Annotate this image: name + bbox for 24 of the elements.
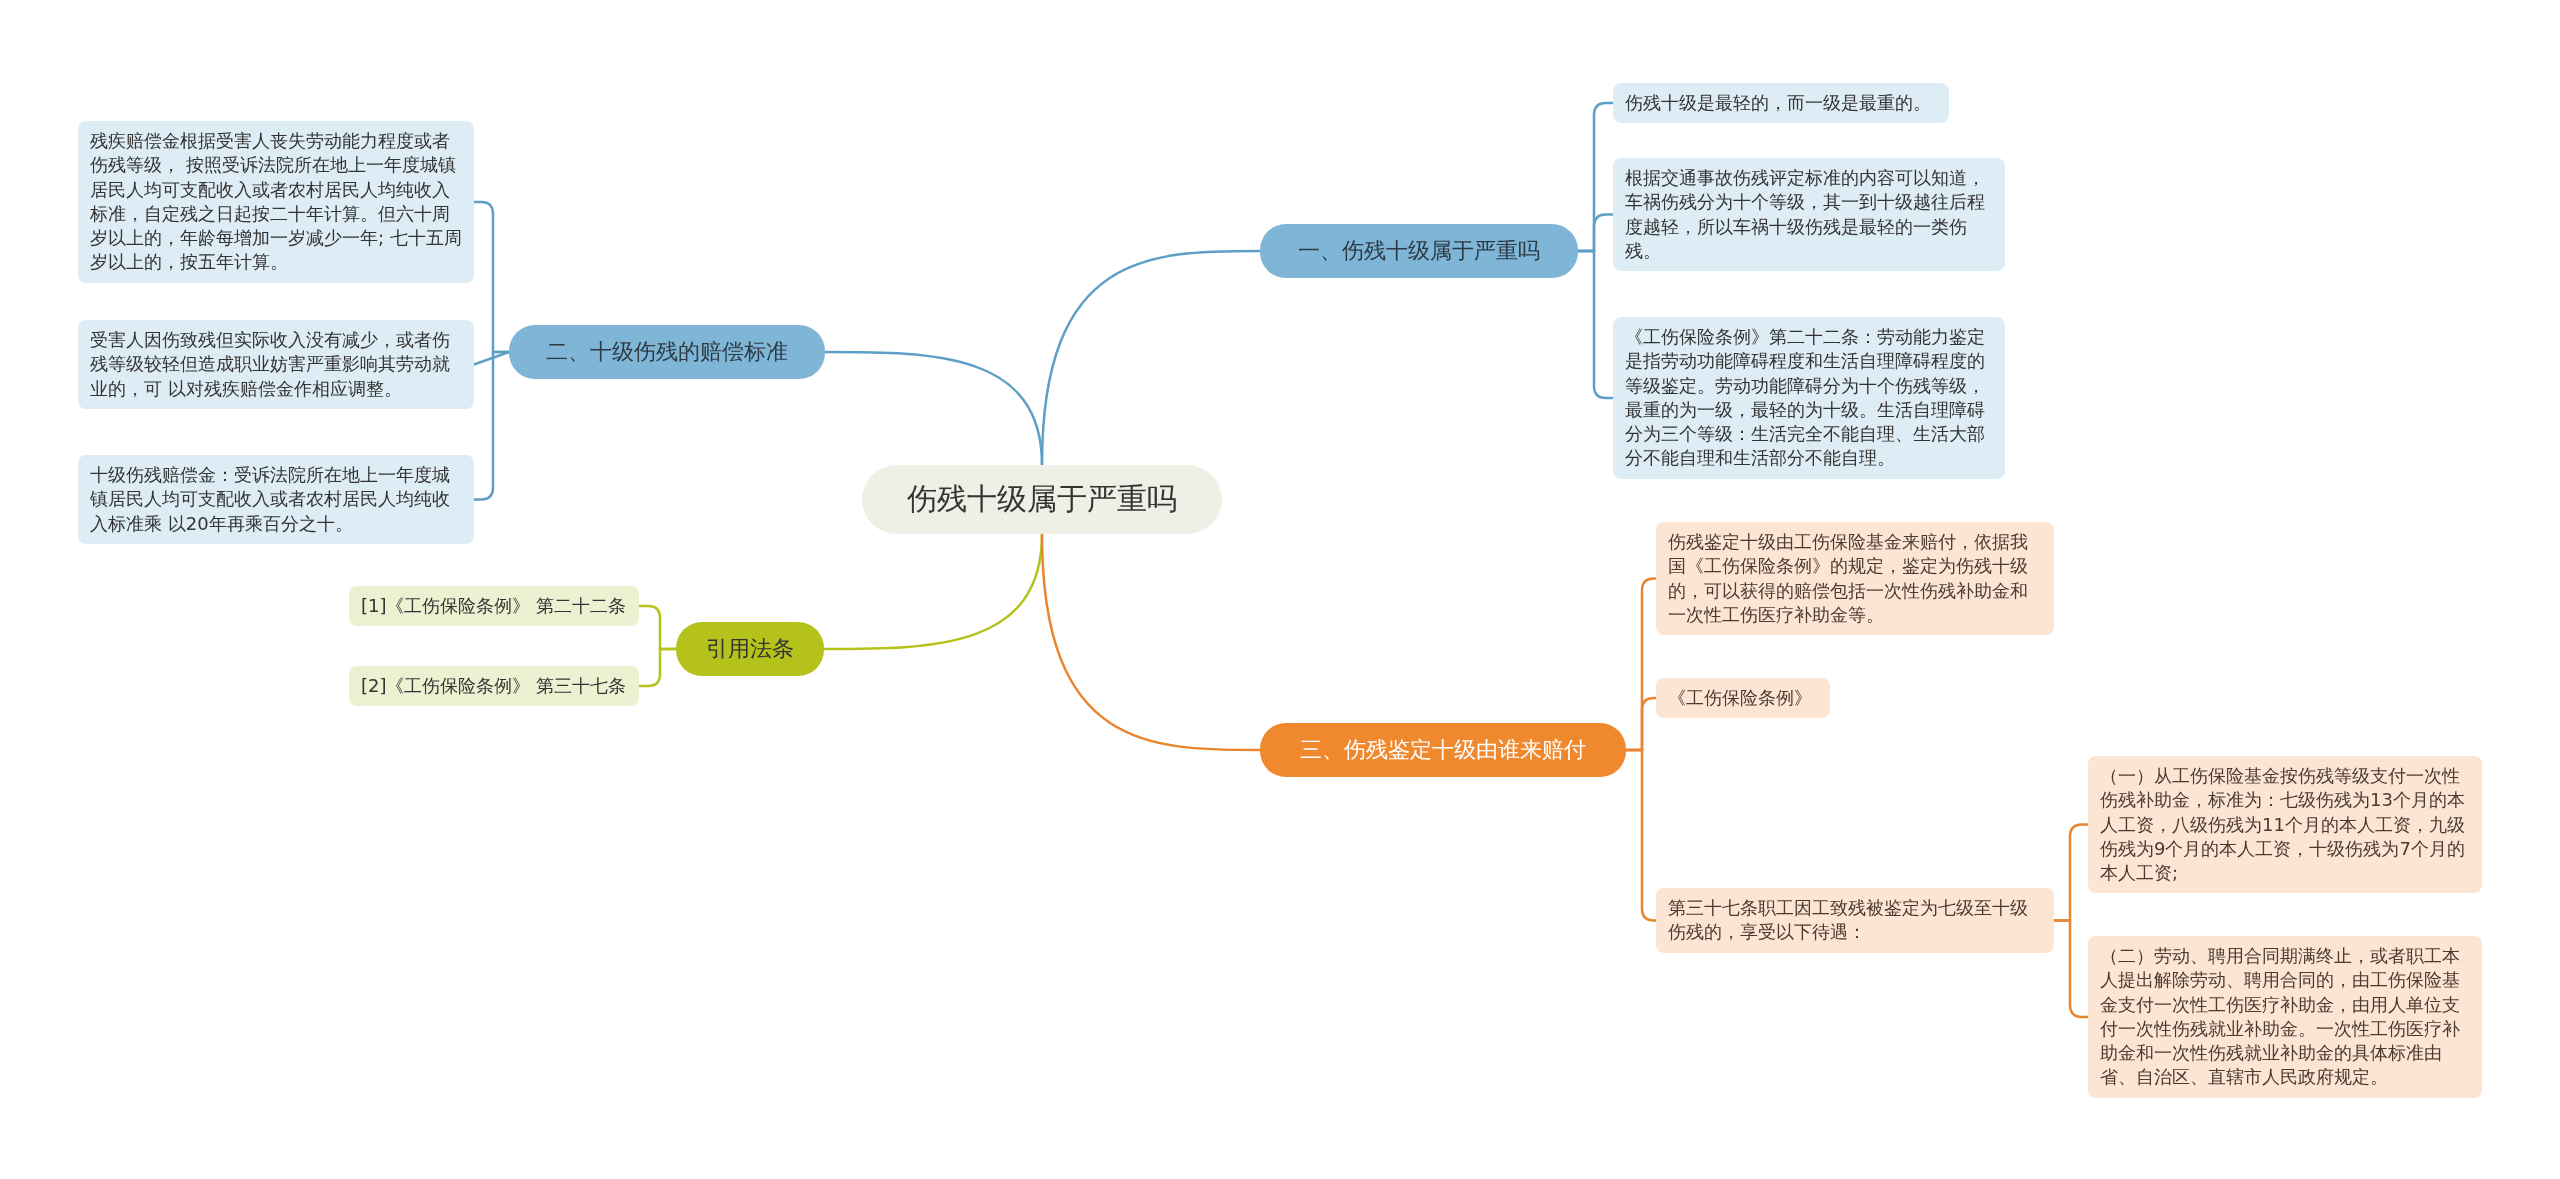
leaf-note: 受害人因伤致残但实际收入没有减少，或者伤残等级较轻但造成职业妨害严重影响其劳动就业的，可 以对残疾赔偿金作相应调整。	[78, 320, 474, 409]
leaf-note: 《工伤保险条例》第二十二条：劳动能力鉴定是指劳动功能障碍程度和生活自理障碍程度的等级鉴定。劳动功能障碍分为十个伤残等级，最重的为一级，最轻的为十级。生活自理障碍分为三个等级：生活完全不能自理、生活大部分不能自理和生活部分不能自理。	[1613, 317, 2005, 479]
leaf-note: 伤残鉴定十级由工伤保险基金来赔付，依据我国《工伤保险条例》的规定，鉴定为伤残十级的，可以获得的赔偿包括一次性伤残补助金和一次性工伤医疗补助金等。	[1656, 522, 2054, 636]
connector-line	[639, 647, 676, 688]
connector-line	[474, 350, 509, 501]
leaf-note: 根据交通事故伤残评定标准的内容可以知道，车祸伤残分为十个等级，其一到十级越往后程度越轻，所以车祸十级伤残是最轻的一类伤残。	[1613, 158, 2005, 272]
connector-line	[1040, 533, 1260, 752]
branch-topic: 引用法条	[676, 622, 824, 676]
branch-topic: 一、伤残十级属于严重吗	[1260, 224, 1578, 278]
connector-line	[1578, 249, 1613, 400]
reference-note: [1]《工伤保险条例》 第二十二条	[349, 586, 639, 627]
central-topic: 伤残十级属于严重吗	[862, 465, 1222, 534]
leaf-note: 《工伤保险条例》	[1656, 678, 1830, 719]
reference-note: [2]《工伤保险条例》 第三十七条	[349, 666, 639, 707]
leaf-note: 十级伤残赔偿金：受诉法院所在地上一年度城镇居民人均可支配收入或者农村居民人均纯收入标准乘 以20年再乘百分之十。	[78, 455, 474, 544]
branch-topic: 二、十级伤残的赔偿标准	[509, 325, 825, 379]
connector-line	[825, 350, 1044, 466]
leaf-note: 第三十七条职工因工致残被鉴定为七级至十级伤残的，享受以下待遇：	[1656, 888, 2054, 953]
leaf-note: （一）从工伤保险基金按伤残等级支付一次性伤残补助金，标准为：七级伤残为13个月的本人工资，八级伤残为11个月的本人工资，九级伤残为9个月的本人工资，十级伤残为7个月的本人工资;	[2088, 756, 2482, 894]
leaf-note: （二）劳动、聘用合同期满终止，或者职工本人提出解除劳动、聘用合同的，由工伤保险基金支付一次性工伤医疗补助金，由用人单位支付一次性伤残就业补助金。一次性工伤医疗补助金和一次性伤残就业补助金的具体标准由省、自治区、直辖市人民政府规定。	[2088, 936, 2482, 1098]
leaf-note: 伤残十级是最轻的，而一级是最重的。	[1613, 83, 1949, 124]
connector-line	[473, 350, 510, 366]
branch-topic: 三、伤残鉴定十级由谁来赔付	[1260, 723, 1626, 777]
leaf-note: 残疾赔偿金根据受害人丧失劳动能力程度或者伤残等级， 按照受诉法院所在地上一年度城镇居民人均可支配收入或者农村居民人均纯收入标准，自定残之日起按二十年计算。但六十周岁以上的，年龄每增加一岁减少一年; 七十五周岁以上的，按五年计算。	[78, 121, 474, 283]
